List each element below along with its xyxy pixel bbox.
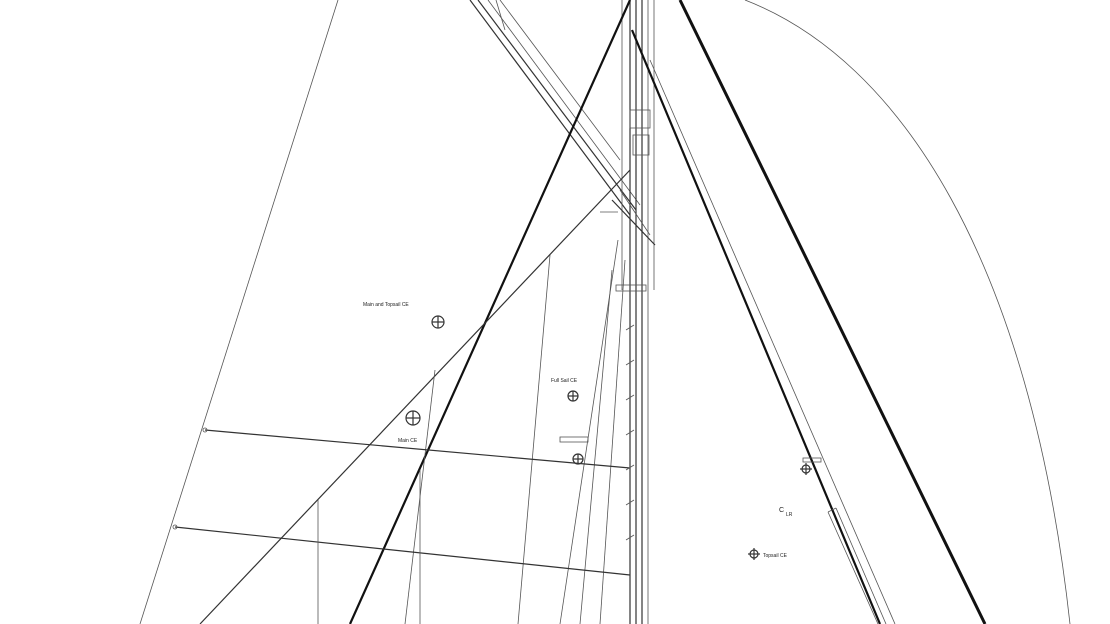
- centre-subscript: LR: [786, 512, 793, 518]
- marker-bar-right: [802, 457, 822, 463]
- inner-forestay: [199, 169, 631, 624]
- main-ce-label: Main CE: [398, 438, 418, 444]
- centre-label: C: [779, 507, 784, 514]
- boom-outline: [827, 507, 887, 624]
- gaff-jaws: [600, 189, 656, 246]
- main-topsail-ce-symbol: [431, 315, 445, 329]
- backstay-outer: [678, 0, 987, 624]
- forestay: [348, 0, 632, 624]
- lateral-resistance-symbol: [572, 453, 584, 465]
- topsail-ce-label: Topsail CE: [763, 553, 788, 559]
- full-sail-ce-label: Full Sail CE: [551, 378, 578, 384]
- topsail-ce-symbol: [748, 548, 760, 560]
- spinnaker-leech-arc: [744, 0, 1071, 624]
- gaff-spar: [469, 0, 641, 216]
- running-backstay: [649, 59, 896, 624]
- right-ce-symbol: [800, 463, 812, 475]
- main-ce-symbol: [405, 410, 421, 426]
- backstay-inner: [630, 29, 882, 624]
- reef-points: [172, 427, 631, 624]
- mast-hoops: [625, 324, 635, 541]
- jib-luffs: [404, 239, 626, 624]
- full-sail-ce-symbol: [567, 390, 579, 402]
- marker-bar: [559, 436, 589, 443]
- topsail-leech-line: [139, 0, 339, 624]
- main-topsail-ce-label: Main and Topsail CE: [363, 302, 409, 308]
- main-mast: [615, 0, 655, 624]
